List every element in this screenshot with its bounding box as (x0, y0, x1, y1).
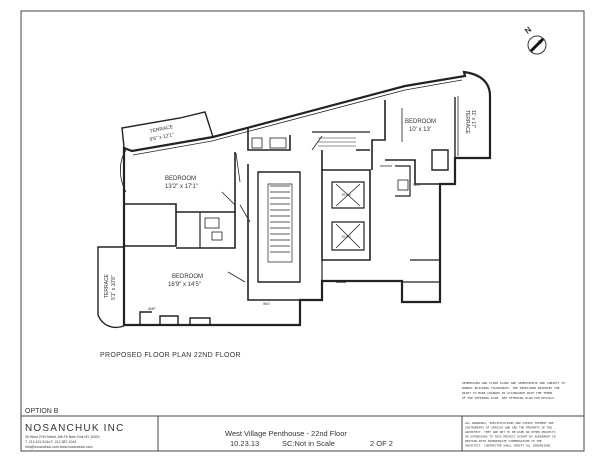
project-title: West Village Penthouse - 22nd Floor (225, 429, 347, 438)
bedroom-right-name: BEDROOM (405, 119, 436, 125)
floor-plan (97, 70, 492, 329)
wd-label: W/D (263, 302, 270, 306)
north-arrow-icon (527, 35, 547, 55)
notes-block: DIMENSIONS AND FLOOR PLANS ARE APPROXIMA… (462, 381, 565, 400)
note-line: NORMAL BUILDING TOLERANCES. THE DEVELOPE… (462, 386, 560, 390)
terrace-left-top-dims: 9'6" x 12'1" (149, 132, 175, 143)
project-scale: SC:Not in Scale (282, 439, 335, 448)
laundry-label: W/D (413, 183, 420, 187)
option-label: OPTION B (25, 408, 59, 415)
drawing-title: PROPOSED FLOOR PLAN 22ND FLOOR (100, 352, 241, 359)
north-label: N (523, 25, 533, 36)
title-block: NOSANCHUK INC 30 West 27th Street, 6th F… (25, 416, 556, 451)
project-date: 10.23.13 (230, 439, 259, 448)
bedroom-upper-left-dims: 13'2" x 17'1" (165, 184, 198, 190)
firm-name: NOSANCHUK INC (25, 423, 125, 434)
firm-address: 30 West 27th Street, 6th Flr New York NY… (25, 435, 100, 439)
disclaimer-line: WRITING WITH APPROPRIATE COMPENSATION TO… (465, 439, 542, 443)
terrace-right-dims: 11' x 17' (470, 110, 476, 128)
disclaimer-line: INSTRUMENTS OF SERVICE AND ARE THE PROPE… (465, 426, 552, 430)
bedroom-right-dims: 10' x 13' (409, 127, 431, 133)
exterior-wall (122, 70, 492, 327)
terrace-left-bottom-dims: 5'1" x 10'8" (111, 275, 117, 300)
bedroom-lower-left-dims: 16'9" x 14'5" (168, 282, 201, 288)
elevator-bottom-label: ELEV (342, 235, 352, 239)
firm-phone: T. 212.431.5144 F. 212.387.1044 (25, 440, 76, 444)
disclaimer-line: ALL DRAWINGS, SPECIFICATIONS AND COPIES … (465, 421, 554, 425)
note-line: DIMENSIONS AND FLOOR PLANS ARE APPROXIMA… (462, 381, 565, 385)
terrace-left-top-name: TERRACE (149, 124, 174, 135)
room-labels: TERRACE 9'6" x 12'1" BEDROOM 13'2" x 17'… (104, 110, 476, 311)
terrace-right (454, 97, 490, 159)
terrace-left-bottom (97, 246, 125, 329)
terrace-right-name: TERRACE (464, 110, 470, 135)
note-line: RIGHT TO MAKE CHANGES IN ACCORDANCE WITH… (462, 391, 553, 395)
terrace-left-bottom-name: TERRACE (104, 273, 110, 298)
elevator-top-label: ELEV (342, 193, 352, 197)
disclaimer-line: ARCHITECT. CONTRACTOR SHALL VERIFY ALL D… (465, 444, 552, 448)
note-line: OF THE OFFERING PLAN. SEE OFFERING PLAN … (462, 396, 556, 400)
firm-email: info@nosanchuk.com www.nosanchuk.com (25, 445, 93, 449)
disclaimer-line: ARCHITECT. THEY ARE NOT TO BE USED ON OT… (465, 430, 556, 434)
amp-label: AMP (148, 307, 156, 311)
bedroom-upper-left-name: BEDROOM (165, 176, 196, 182)
sheet-border (20, 10, 585, 452)
sheet-number: 2 OF 2 (370, 439, 393, 448)
terrace-left-top (121, 111, 214, 148)
disclaimer-line: OR EXTENSIONS TO THIS PROJECT EXCEPT BY … (465, 435, 556, 439)
bedroom-lower-left-name: BEDROOM (172, 274, 203, 280)
